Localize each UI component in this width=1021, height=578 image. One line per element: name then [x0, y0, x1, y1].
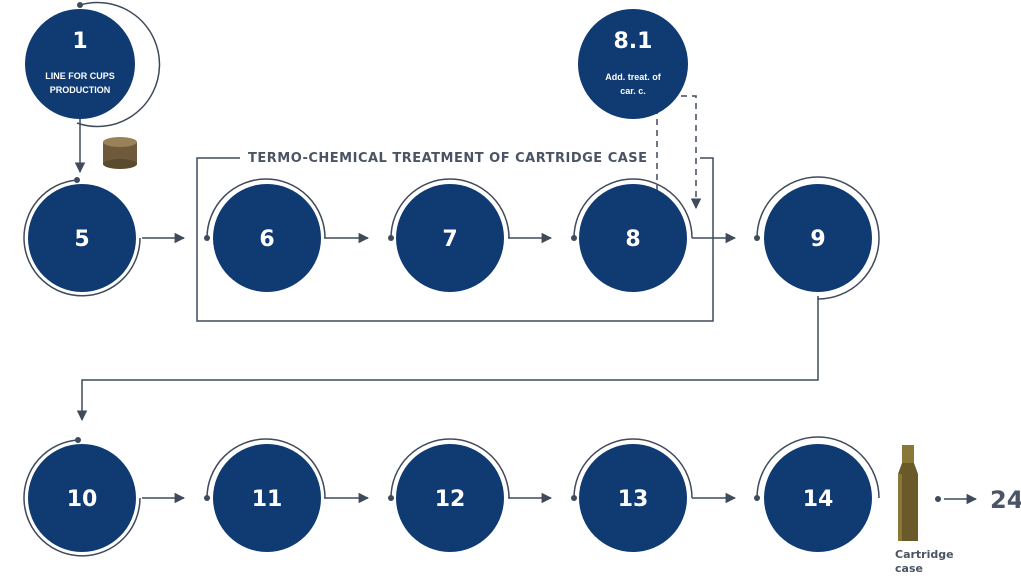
step-11: 11 — [204, 438, 326, 552]
step-8-number: 8 — [625, 227, 640, 252]
step-5-number: 5 — [74, 227, 89, 252]
step-1: 1 LINE FOR CUPS PRODUCTION — [25, 1, 161, 128]
step-10-number: 10 — [67, 487, 98, 512]
group-label: TERMO-CHEMICAL TREATMENT OF CARTRIDGE CA… — [248, 151, 648, 166]
step-7-circle — [396, 184, 504, 292]
step-1-label-line1: LINE FOR CUPS — [45, 71, 115, 81]
step-8-1-number: 8.1 — [614, 29, 653, 54]
step-12: 12 — [388, 438, 510, 552]
step-10: 10 — [23, 437, 141, 557]
arrow-9-to-10 — [76, 296, 819, 422]
step-5-circle — [28, 184, 136, 292]
step-9: 9 — [754, 176, 880, 300]
dashed-return-8.1-to-8 — [670, 95, 702, 210]
step-13-number: 13 — [618, 487, 649, 512]
step-8-1-label-line1: Add. treat. of — [605, 72, 662, 82]
product-label-line1: Cartridge — [895, 548, 954, 561]
step-1-circle — [25, 9, 135, 119]
step-1-number: 1 — [72, 29, 87, 54]
end-step-label: 24 — [990, 486, 1021, 514]
metal-cup-icon — [103, 137, 137, 169]
step-6-circle — [213, 184, 321, 292]
connectors — [74, 95, 978, 505]
step-10-circle — [28, 444, 136, 552]
product-label-line2: case — [895, 562, 923, 575]
step-11-number: 11 — [252, 487, 283, 512]
step-8-1-circle — [578, 9, 688, 119]
step-14-circle — [764, 444, 872, 552]
step-11-circle — [213, 444, 321, 552]
step-9-circle — [764, 184, 872, 292]
cartridge-case-icon — [898, 445, 918, 541]
step-12-circle — [396, 444, 504, 552]
step-7-number: 7 — [442, 227, 457, 252]
step-12-number: 12 — [435, 487, 466, 512]
step-6: 6 — [204, 178, 326, 292]
step-13-circle — [579, 444, 687, 552]
step-8-1-label-line2: car. c. — [620, 86, 646, 96]
step-5: 5 — [23, 177, 141, 297]
step-8-1: 8.1 Add. treat. of car. c. — [578, 9, 688, 119]
thermo-chemical-treatment-group: TERMO-CHEMICAL TREATMENT OF CARTRIDGE CA… — [196, 151, 714, 322]
step-8-circle — [579, 184, 687, 292]
step-14-number: 14 — [803, 487, 834, 512]
step-7: 7 — [388, 178, 510, 292]
step-9-number: 9 — [810, 227, 825, 252]
step-1-label-line2: PRODUCTION — [50, 85, 111, 95]
step-14: 14 — [754, 436, 880, 552]
step-8: 8 — [571, 178, 693, 292]
step-6-number: 6 — [259, 227, 274, 252]
step-13: 13 — [571, 438, 693, 552]
